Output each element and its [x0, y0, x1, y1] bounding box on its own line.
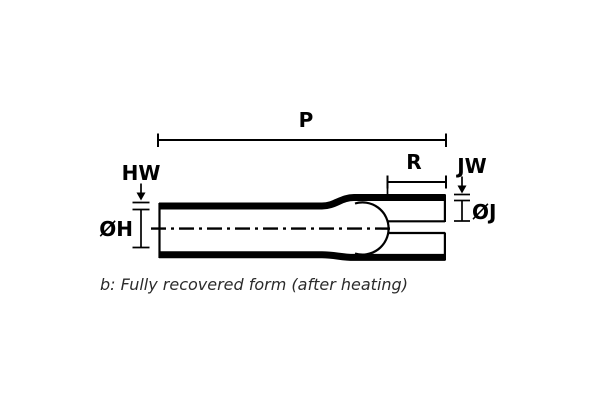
jw-dimension: JW — [454, 154, 487, 202]
caption: b: Fully recovered form (after heating) — [100, 275, 408, 294]
oh-dimension: ØH — [99, 209, 150, 249]
tube-bottom-wall — [159, 251, 445, 261]
hw-arrowhead-down-icon — [136, 192, 146, 201]
jw-arrowhead-down-icon — [457, 185, 467, 194]
tube-outline — [151, 194, 446, 261]
jw-label: JW — [455, 154, 487, 178]
r-label: R — [406, 150, 421, 174]
oh-label: ØH — [99, 217, 133, 241]
oj-label: ØJ — [472, 200, 496, 224]
p-label: P — [299, 108, 314, 132]
r-dimension: R — [386, 150, 447, 197]
p-dimension: P — [157, 108, 447, 147]
hw-label: HW — [122, 161, 161, 185]
hw-dimension: HW — [122, 161, 161, 211]
oj-dimension: ØJ — [454, 200, 496, 224]
tube-top-wall — [159, 194, 445, 210]
